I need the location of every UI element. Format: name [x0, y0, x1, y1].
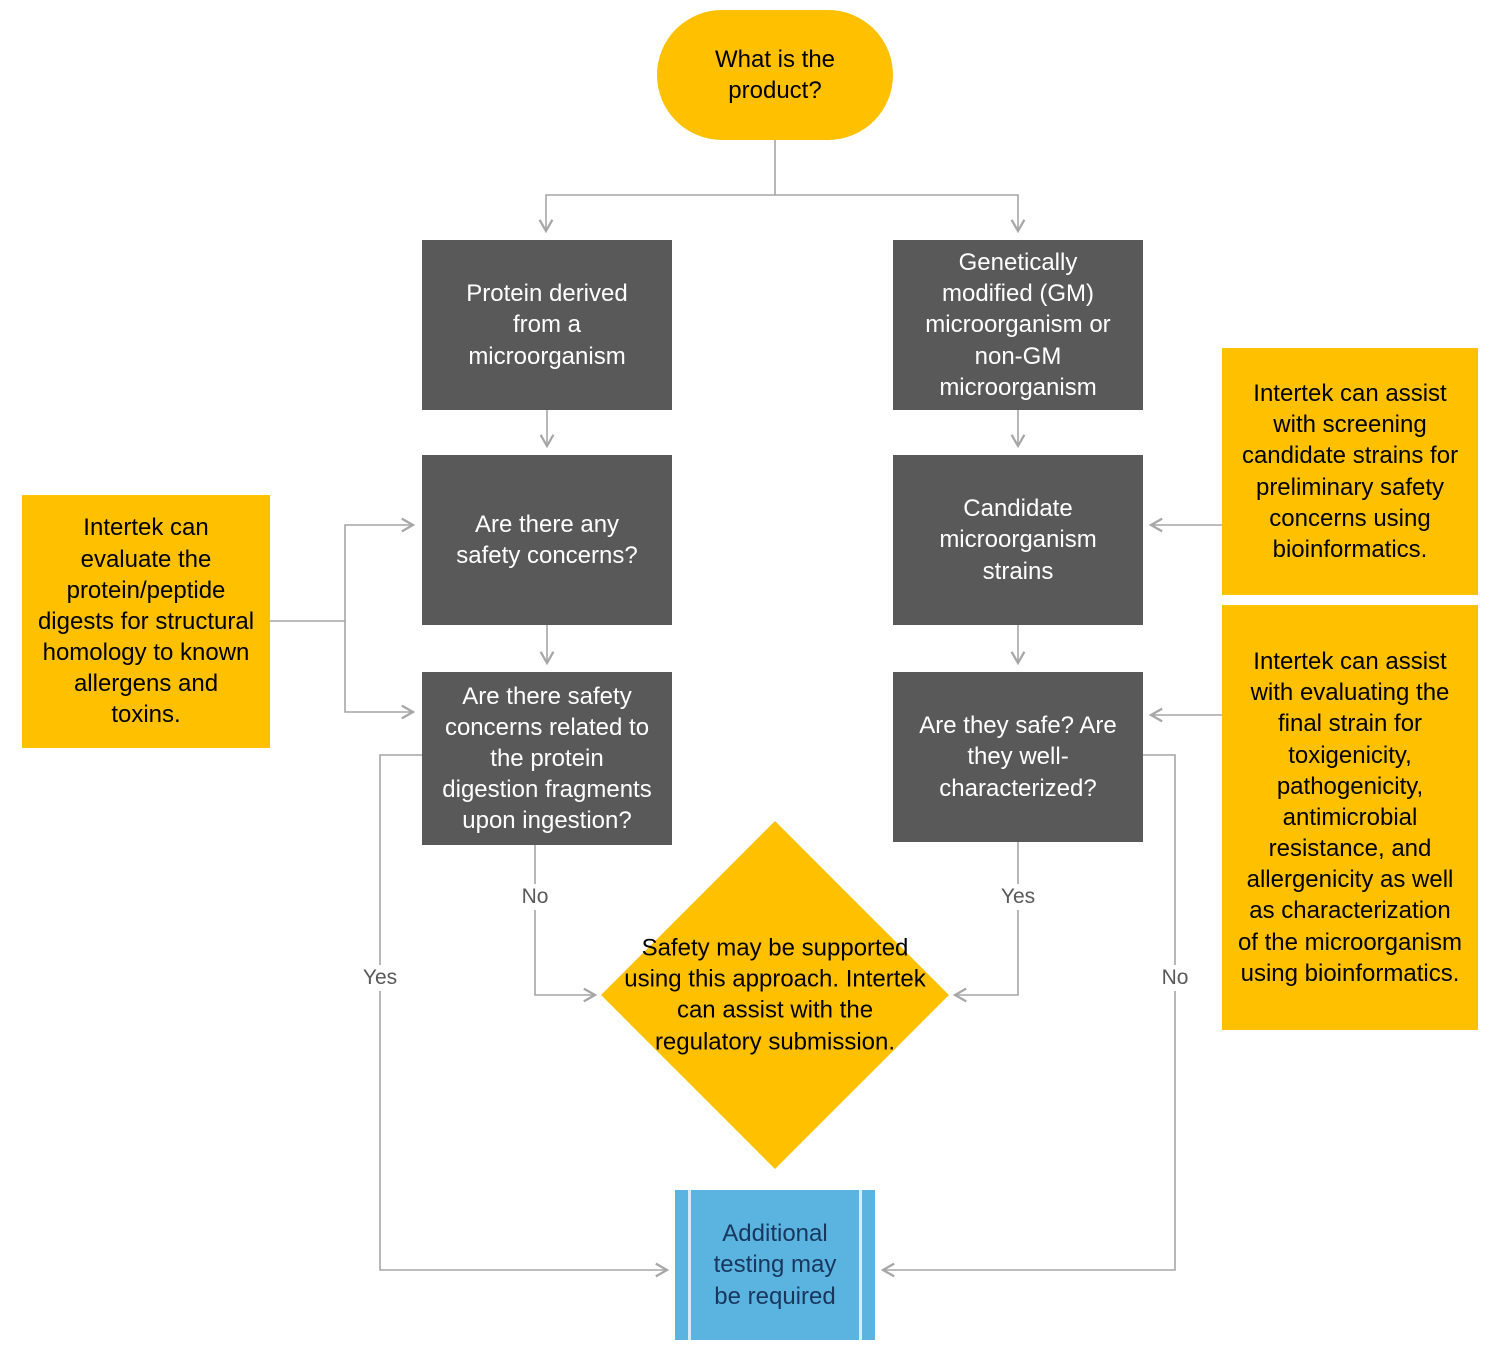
edge-digestion-no-to-diamond: [534, 845, 598, 1003]
note-left-protein-evaluation-label: Intertek can evaluate the protein/peptid…: [37, 514, 255, 729]
note-right-screening: Intertek can assist with screening candi…: [1222, 348, 1478, 595]
note-right-screening-label: Intertek can assist with screening candi…: [1241, 379, 1459, 563]
edge-leftnote-to-safety: [270, 517, 416, 622]
process-candidate-strains: Candidate microorganism strains: [893, 455, 1143, 625]
edge-label-yes-left-outer: Yes: [358, 965, 402, 991]
edge-label-no-left: No: [517, 884, 553, 910]
decision-diamond: Safety may be supported using this appro…: [601, 821, 949, 1169]
end-box-right-stripe: [859, 1190, 862, 1340]
end-additional-testing-label: Additional testing may be required: [713, 1220, 837, 1310]
process-candidate-strains-label: Candidate microorganism strains: [939, 495, 1097, 585]
process-digestion-concerns: Are there safety concerns related to the…: [422, 672, 672, 845]
start-node-label: What is the product?: [714, 45, 836, 104]
note-right-final-strain-label: Intertek can assist with evaluating the …: [1237, 647, 1463, 987]
end-box-left-stripe: [688, 1190, 691, 1340]
process-gm-microorganism-label: Genetically modified (GM) microorganism …: [925, 249, 1111, 401]
end-additional-testing: Additional testing may be required: [675, 1190, 875, 1340]
process-safety-concerns-label: Are there any safety concerns?: [456, 510, 638, 569]
process-gm-microorganism: Genetically modified (GM) microorganism …: [893, 240, 1143, 410]
process-digestion-concerns-label: Are there safety concerns related to the…: [442, 682, 652, 835]
edge-start-to-protein: [538, 194, 775, 234]
process-safe-characterized-label: Are they safe? Are they well-characteriz…: [919, 712, 1117, 802]
process-protein-derived: Protein derived from a microorganism: [422, 240, 672, 410]
edge-label-no-right-outer: No: [1157, 965, 1193, 991]
process-safety-concerns: Are there any safety concerns?: [422, 455, 672, 625]
edge-leftnote-to-digestion: [344, 621, 416, 720]
process-protein-derived-label: Protein derived from a microorganism: [466, 280, 628, 370]
edge-label-yes-right: Yes: [996, 884, 1040, 910]
process-safe-characterized: Are they safe? Are they well-characteriz…: [893, 672, 1143, 842]
edge-safe-yes-to-diamond: [952, 842, 1019, 1003]
note-left-protein-evaluation: Intertek can evaluate the protein/peptid…: [22, 495, 270, 748]
start-node: What is the product?: [657, 10, 893, 140]
edge-start-to-gm: [775, 194, 1026, 234]
note-right-final-strain: Intertek can assist with evaluating the …: [1222, 605, 1478, 1030]
decision-diamond-label: Safety may be supported using this appro…: [624, 934, 926, 1056]
